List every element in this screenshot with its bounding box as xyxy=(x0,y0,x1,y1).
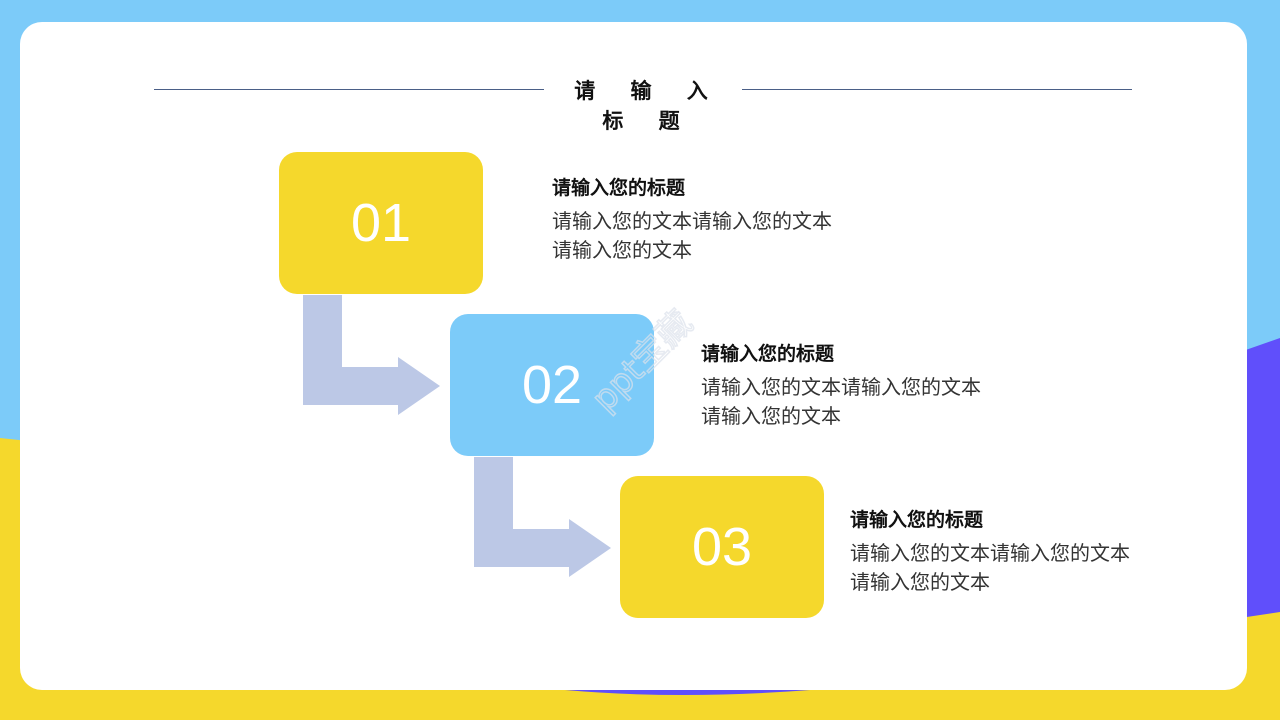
title-rule-right xyxy=(742,89,1132,90)
step-body-1[interactable]: 请输入您的文本请输入您的文本 请输入您的文本 xyxy=(552,207,892,265)
step-text-block-1: 请输入您的标题 请输入您的文本请输入您的文本 请输入您的文本 xyxy=(552,175,892,265)
step-body-3-line-2: 请输入您的文本 xyxy=(850,570,990,594)
step-number-box-1[interactable]: 01 xyxy=(279,152,483,294)
step-body-2-line-2: 请输入您的文本 xyxy=(701,404,841,428)
title-rule-left xyxy=(154,89,544,90)
step-body-3[interactable]: 请输入您的文本请输入您的文本 请输入您的文本 xyxy=(850,539,1190,597)
step-body-1-line-1: 请输入您的文本请输入您的文本 xyxy=(552,209,832,233)
step-text-block-2: 请输入您的标题 请输入您的文本请输入您的文本 请输入您的文本 xyxy=(701,341,1041,431)
slide-title[interactable]: 请 输 入 标 题 xyxy=(574,78,722,133)
step-number-3: 03 xyxy=(691,517,753,577)
connector-arrow-2 xyxy=(474,457,611,577)
step-number-box-3[interactable]: 03 xyxy=(620,476,824,618)
step-heading-1[interactable]: 请输入您的标题 xyxy=(552,177,686,199)
step-heading-3[interactable]: 请输入您的标题 xyxy=(850,509,984,531)
connector-arrow-1 xyxy=(303,295,440,415)
step-body-1-line-2: 请输入您的文本 xyxy=(552,238,692,262)
step-body-2-line-1: 请输入您的文本请输入您的文本 xyxy=(701,375,981,399)
step-text-block-3: 请输入您的标题 请输入您的文本请输入您的文本 请输入您的文本 xyxy=(850,507,1190,597)
step-heading-2[interactable]: 请输入您的标题 xyxy=(701,343,835,365)
background-purple-sliver xyxy=(565,690,810,695)
step-body-2[interactable]: 请输入您的文本请输入您的文本 请输入您的文本 xyxy=(701,373,1041,431)
step-number-2: 02 xyxy=(521,355,583,415)
background-purple-wave xyxy=(1240,338,1280,618)
step-number-1: 01 xyxy=(350,193,412,253)
step-number-box-2[interactable]: 02 xyxy=(450,314,654,456)
step-body-3-line-1: 请输入您的文本请输入您的文本 xyxy=(850,541,1130,565)
